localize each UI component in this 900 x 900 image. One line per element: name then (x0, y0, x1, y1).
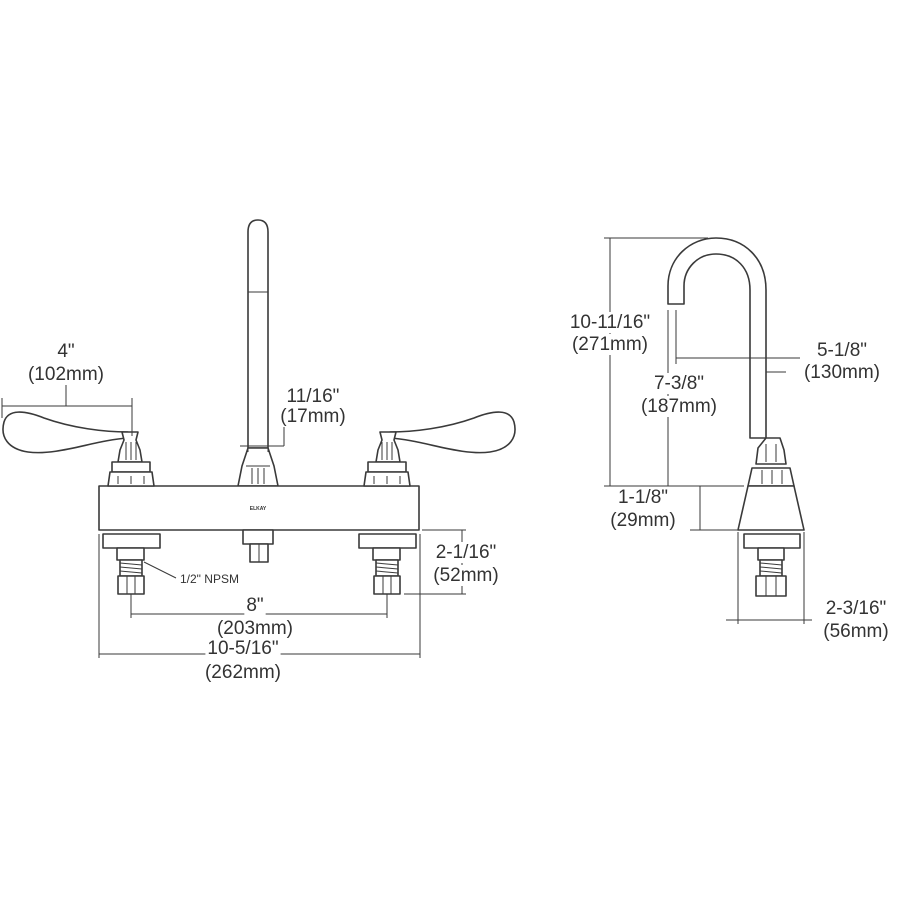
dim-base-depth-in: 2-3/16" (826, 598, 887, 619)
label-backdrop (615, 487, 671, 508)
dim-handle-length-in: 4" (57, 341, 74, 362)
dim-spout-reach-in: 5-1/8" (817, 340, 867, 361)
label-backdrop (569, 334, 651, 355)
dim-base-depth: 2-3/16" (56mm) (726, 532, 891, 642)
side-view: 10-11/16" (271mm) 5-1/8" (130mm) 7-3/8" … (567, 237, 891, 642)
dim-shank-height: 2-1/16" (52mm) (404, 529, 501, 595)
label-backdrop (814, 340, 870, 361)
callout-npsm: 1/2" NPSM (143, 561, 241, 586)
label-backdrop (801, 362, 883, 383)
label-backdrop (823, 598, 889, 619)
front-view: ELKAY (1, 219, 516, 683)
dim-base-depth-mm: (56mm) (823, 621, 888, 642)
dim-overall-height: 10-11/16" (271mm) (567, 237, 744, 487)
label-backdrop (284, 386, 342, 407)
label-backdrop (205, 638, 281, 659)
label-backdrop (25, 364, 107, 385)
label-backdrop (431, 565, 501, 586)
dim-overall-height-in: 10-11/16" (570, 312, 650, 333)
left-shank (102, 533, 161, 595)
dim-overall-height-mm: (271mm) (572, 334, 648, 355)
side-body (737, 467, 805, 531)
label-backdrop (178, 572, 241, 586)
label-backdrop (214, 618, 296, 639)
dim-spout-reach: 5-1/8" (130mm) (675, 310, 883, 383)
dim-spout-clearance-in: 7-3/8" (654, 373, 704, 394)
dim-center-spacing-mm: (203mm) (217, 618, 293, 639)
label-backdrop (244, 595, 266, 616)
dim-shank-height-mm: (52mm) (433, 565, 498, 586)
center-stub (242, 529, 274, 563)
dim-overall-width-mm: (262mm) (205, 662, 281, 683)
faucet-body: ELKAY (98, 485, 420, 531)
dim-spout-reach-mm: (130mm) (804, 362, 880, 383)
left-handle (2, 411, 155, 487)
label-backdrop (608, 510, 678, 531)
label-backdrop (567, 312, 653, 333)
dim-base-height-in: 1-1/8" (618, 487, 668, 508)
dim-spout-clearance-mm: (187mm) (641, 396, 717, 417)
npsm-label: 1/2" NPSM (180, 572, 239, 586)
dim-spout-width-mm: (17mm) (280, 406, 345, 427)
label-backdrop (821, 621, 891, 642)
dim-spout-width-in: 11/16" (287, 386, 340, 407)
label-backdrop (651, 373, 707, 394)
right-handle (363, 411, 516, 487)
dim-spout-clearance: 7-3/8" (187mm) (638, 310, 720, 486)
label-backdrop (278, 406, 348, 427)
side-spout (667, 237, 787, 465)
dim-handle-length: 4" (102mm) (1, 341, 133, 436)
dim-center-spacing-in: 8" (246, 595, 263, 616)
dim-spout-width: 11/16" (17mm) (240, 386, 348, 452)
dim-shank-height-in: 2-1/16" (436, 542, 497, 563)
label-backdrop (638, 396, 720, 417)
dim-base-height-mm: (29mm) (610, 510, 675, 531)
dim-base-height: 1-1/8" (29mm) (608, 486, 742, 531)
dim-center-spacing: 8" (203mm) (130, 594, 388, 639)
right-shank (358, 533, 417, 595)
brand-mark: ELKAY (250, 506, 267, 512)
label-backdrop (202, 662, 284, 683)
label-backdrop (55, 341, 77, 362)
label-backdrop (433, 542, 499, 563)
dim-overall-width-in: 10-5/16" (207, 638, 278, 659)
side-shank (743, 533, 801, 597)
dim-overall-width: 10-5/16" (262mm) (98, 534, 421, 683)
spout (237, 219, 279, 487)
dim-handle-length-mm: (102mm) (28, 364, 104, 385)
